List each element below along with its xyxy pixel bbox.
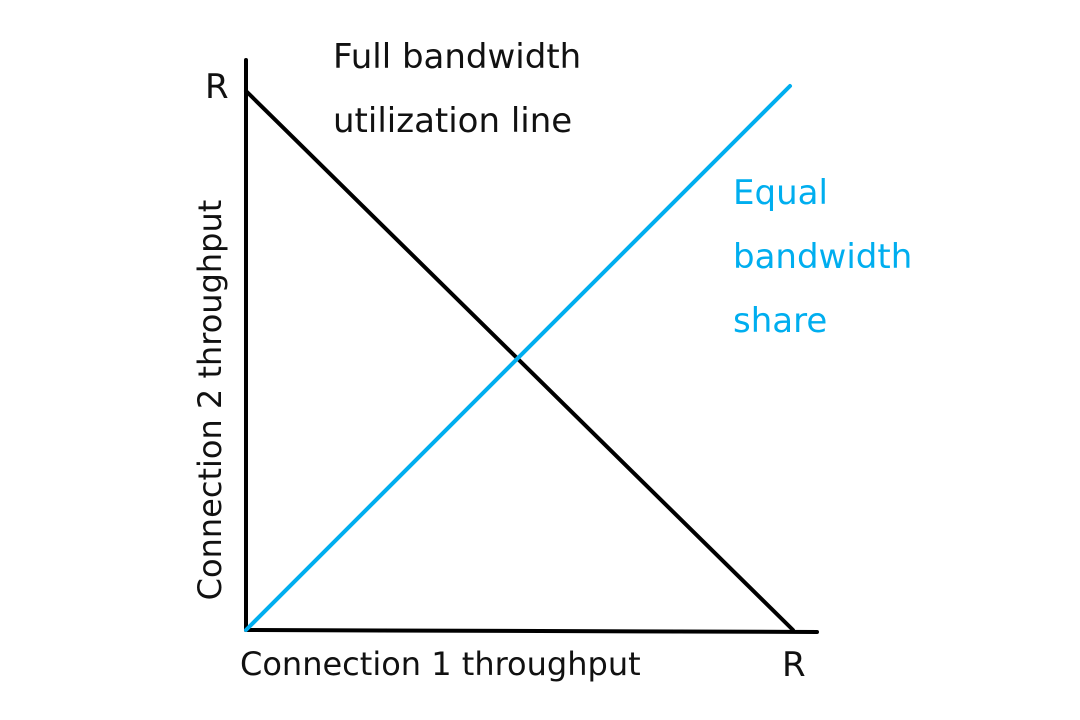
x-axis-label: Connection 1 throughput: [240, 645, 641, 683]
y-axis-max-label: R: [205, 67, 229, 107]
x-axis: [244, 628, 819, 634]
x-axis-max-label: R: [782, 645, 806, 685]
equal-share-label-line3: share: [733, 301, 828, 341]
full-bandwidth-label-line1: Full bandwidth: [333, 37, 582, 77]
full-bandwidth-label-line2: utilization line: [333, 101, 573, 141]
equal-share-label-line1: Equal: [733, 173, 828, 213]
equal-bandwidth-share-line: [244, 84, 792, 632]
full-bandwidth-utilization-line: [244, 89, 795, 632]
equal-share-label-line2: bandwidth: [733, 237, 913, 277]
y-axis-label: Connection 2 throughput: [191, 199, 229, 601]
